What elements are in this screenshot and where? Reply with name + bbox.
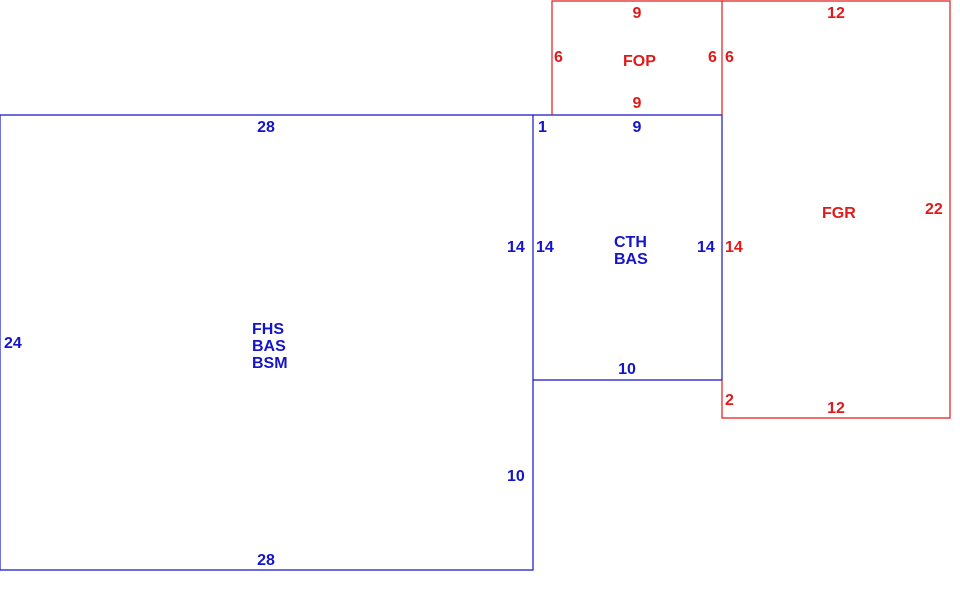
living-area-outline: [0, 114, 723, 571]
main-area-boundary: [0, 114, 534, 571]
porch-boundary: [551, 0, 723, 115]
garage-area: 12 12 6 14 2 22 FGR: [725, 5, 943, 417]
porch-dim-top: 9: [633, 5, 642, 22]
main-dim-left: 24: [4, 335, 22, 352]
garage-boundary: [721, 0, 951, 419]
garage-dim-right: 22: [925, 201, 943, 218]
main-dim-right-lower: 10: [507, 468, 525, 485]
garage-dim-left-upper: 6: [725, 49, 734, 66]
porch-area: 9 9 6 6 FOP: [554, 5, 717, 112]
main-code-1: FHS: [252, 321, 284, 338]
porch-dim-bottom: 9: [633, 95, 642, 112]
porch-dim-right: 6: [708, 49, 717, 66]
garage-code: FGR: [822, 205, 856, 222]
center-dim-bottom: 10: [618, 361, 636, 378]
main-code-2: BAS: [252, 338, 286, 355]
garage-dim-left-mid: 14: [725, 239, 743, 256]
porch-dim-left: 6: [554, 49, 563, 66]
main-dim-top: 28: [257, 119, 275, 136]
main-dim-bottom: 28: [257, 552, 275, 569]
center-dim-top-left: 1: [538, 119, 547, 136]
center-area: 1 9 14 14 10 CTH BAS: [536, 119, 715, 378]
center-area-boundary: [533, 114, 723, 381]
garage-dim-top: 12: [827, 5, 845, 22]
center-dim-right: 14: [697, 239, 715, 256]
main-dim-right-upper: 14: [507, 239, 525, 256]
center-dim-left: 14: [536, 239, 554, 256]
main-code-3: BSM: [252, 355, 288, 372]
center-code-1: CTH: [614, 234, 647, 251]
main-area: 28 28 24 14 10 FHS BAS BSM: [4, 119, 525, 569]
center-code-2: BAS: [614, 251, 648, 268]
garage-dim-left-lower: 2: [725, 392, 734, 409]
garage-dim-bottom: 12: [827, 400, 845, 417]
porch-code: FOP: [623, 53, 656, 70]
center-dim-top: 9: [633, 119, 642, 136]
attached-outline: [551, 0, 951, 419]
